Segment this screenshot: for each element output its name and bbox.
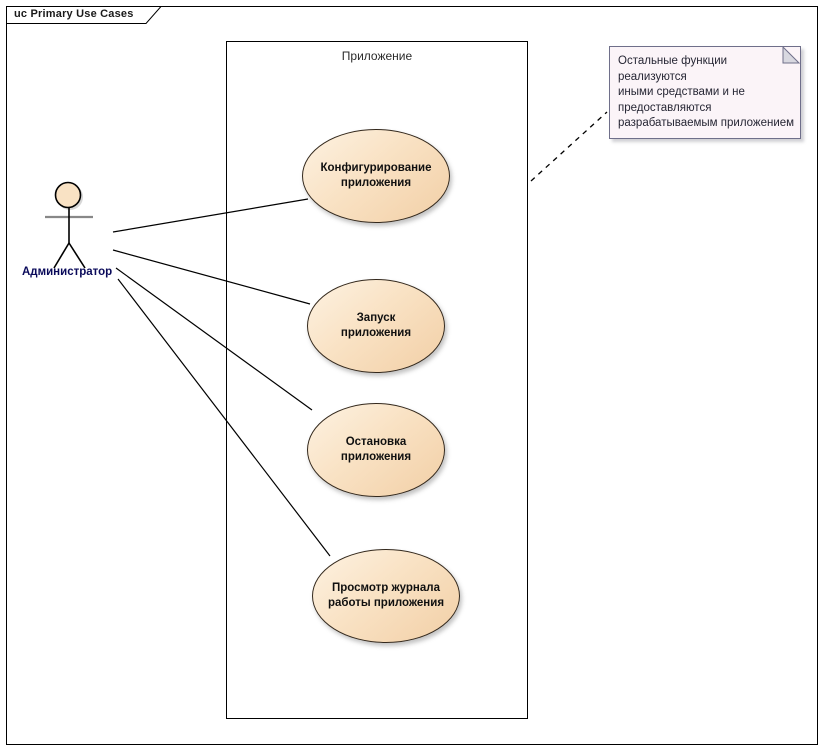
use-case-start-label: Запуск приложения [340,312,412,339]
frame-tab-shape [6,6,163,24]
use-case-configure[interactable]: Конфигурирование приложения [302,129,450,223]
use-case-view-log[interactable]: Просмотр журнала работы приложения [312,549,460,643]
use-case-configure-label: Конфигурирование приложения [320,162,432,189]
diagram-frame [6,6,818,745]
frame-title-tab [6,6,163,24]
use-case-stop-label: Остановка приложения [340,436,412,463]
use-case-stop[interactable]: Остановка приложения [307,403,445,497]
note-box[interactable]: Остальные функции реализуются иными сред… [609,46,801,139]
use-case-view-log-label: Просмотр журнала работы приложения [327,582,445,609]
system-boundary-label: Приложение [341,49,413,63]
actor-label-administrator: Администратор [22,266,113,278]
note-text: Остальные функции реализуются иными сред… [618,55,795,129]
frame-title-label: uc Primary Use Cases [14,8,134,20]
note-fold-corner-icon [782,47,800,64]
use-case-start[interactable]: Запуск приложения [307,279,445,373]
